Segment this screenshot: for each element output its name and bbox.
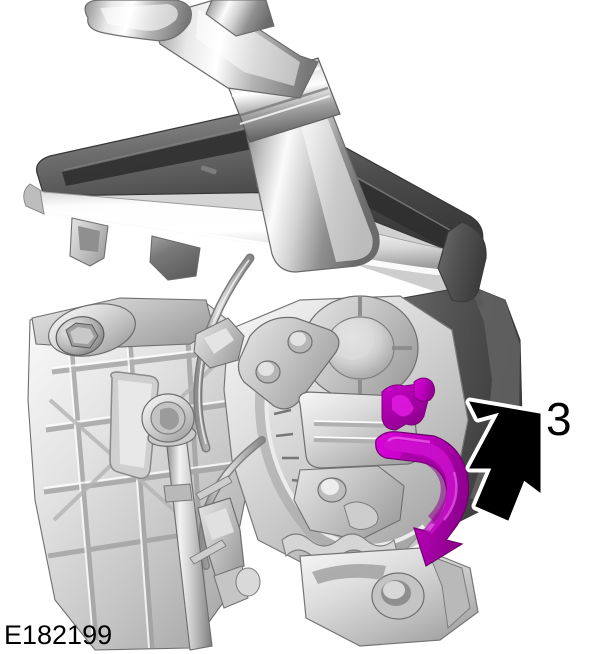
highlighted-release-lever bbox=[375, 377, 470, 567]
callout-number-3: 3 bbox=[546, 393, 572, 445]
wiring-connector bbox=[197, 497, 261, 609]
bezel-retaining-clips bbox=[69, 217, 201, 281]
shift-link-arm bbox=[237, 316, 340, 410]
upper-bracket-clip bbox=[193, 317, 245, 369]
callout-arrow-3 bbox=[465, 397, 545, 525]
figure-id-label: E182199 bbox=[4, 620, 113, 650]
housing-lower-lip bbox=[299, 547, 479, 647]
mounting-bracket-bolt bbox=[48, 303, 136, 357]
gear-shift-lever-shaft bbox=[84, 0, 380, 273]
actuator-rod bbox=[141, 393, 233, 651]
